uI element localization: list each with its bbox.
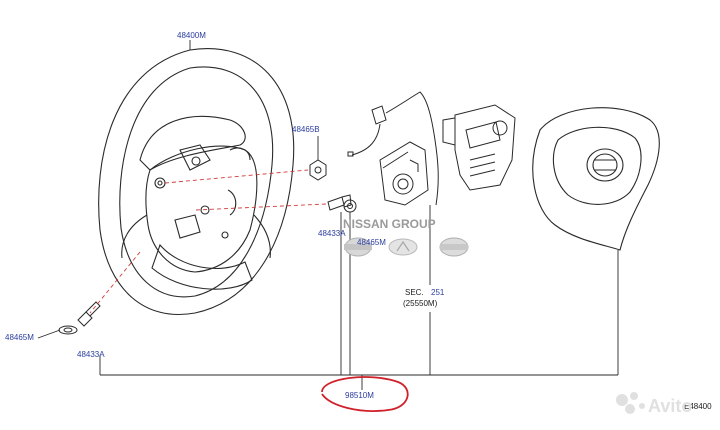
label-98510m: 98510M xyxy=(345,391,374,400)
hand-drawn-circle xyxy=(321,376,409,412)
bolt-48433a-right xyxy=(327,194,352,211)
washer-48465m-left xyxy=(58,325,78,335)
label-48465m-right: 48465M xyxy=(357,238,386,247)
label-48400m: 48400M xyxy=(177,31,206,40)
nut-48465b xyxy=(309,159,327,181)
red-leader-lines xyxy=(89,169,327,314)
label-sec: SEC. xyxy=(405,288,424,297)
datsun-logo-icon xyxy=(439,237,469,257)
bolt-48433a-left xyxy=(77,301,101,327)
watermark-avito: Avito xyxy=(648,396,692,416)
airbag-module-drawing xyxy=(532,107,660,251)
infiniti-logo-icon xyxy=(388,238,418,256)
watermark-logos xyxy=(344,237,645,414)
switch-module-drawing xyxy=(442,104,516,191)
reference-lines xyxy=(37,40,619,390)
label-48465b: 48465B xyxy=(292,125,320,134)
wire-harness-drawing xyxy=(347,91,439,206)
label-corner-code: E48400 xyxy=(684,402,712,411)
label-48465m-left: 48465M xyxy=(5,333,34,342)
label-48433a-left: 48433A xyxy=(77,350,105,359)
watermark-brand: NISSAN GROUP xyxy=(343,217,436,231)
avito-logo-icon xyxy=(616,392,645,414)
label-sec-number: 251 xyxy=(431,288,445,297)
nissan-logo-icon xyxy=(344,237,372,257)
steering-wheel-drawing xyxy=(98,48,295,315)
label-sec-part: (25550M) xyxy=(403,299,438,308)
label-48433a-right: 48433A xyxy=(318,229,346,238)
